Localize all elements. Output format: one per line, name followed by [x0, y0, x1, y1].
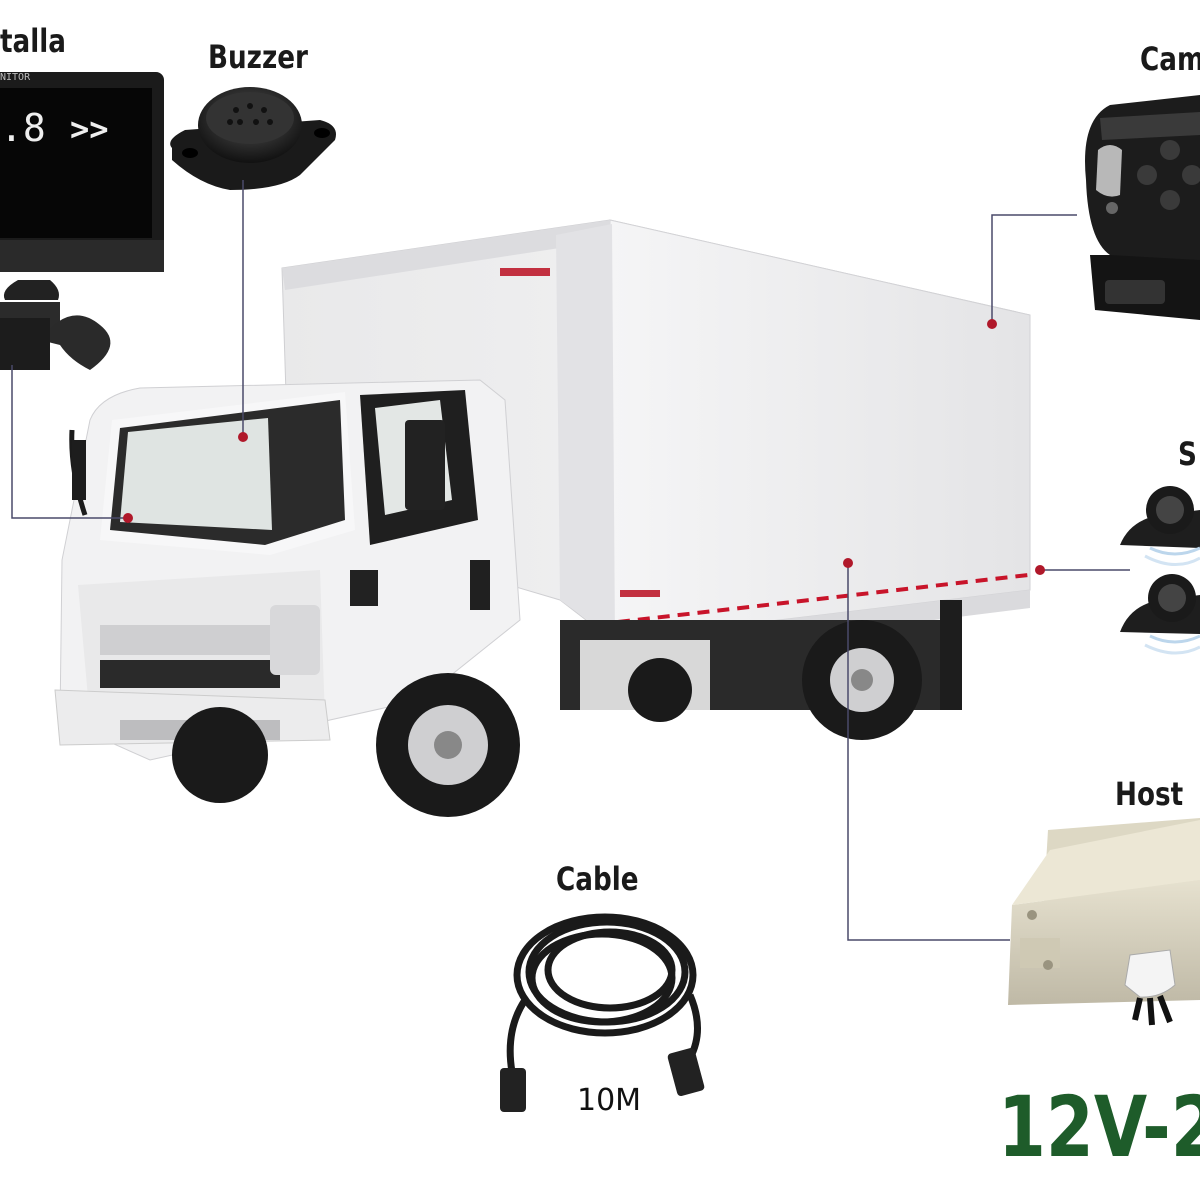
- label-camera: Cam: [1140, 40, 1200, 78]
- buzzer-icon: [170, 87, 336, 190]
- cable-coil-icon: [506, 913, 701, 1073]
- marker-dot-buzzer: [238, 432, 248, 442]
- cable-connector-icon: [500, 1048, 705, 1112]
- marker-dot-camera: [987, 319, 997, 329]
- marker-dot-host: [843, 558, 853, 568]
- connector-lines: [11, 180, 1130, 941]
- marker-dot-monitor: [123, 513, 133, 523]
- camera-icon: [1085, 95, 1200, 320]
- connector-line-monitor: [11, 365, 128, 519]
- label-cable: Cable: [556, 860, 639, 898]
- label-sensor: S: [1178, 435, 1197, 473]
- voltage-range-text: 12V-2: [998, 1078, 1200, 1176]
- rear-wheel-icon: [802, 620, 922, 740]
- monitor-distance-reading: .8: [0, 106, 46, 150]
- cable-length-label: 10M: [577, 1083, 642, 1118]
- monitor-brand-text: NITOR: [0, 72, 31, 83]
- front-wheel-icon: [376, 673, 520, 817]
- label-buzzer: Buzzer: [208, 38, 308, 76]
- parking-sensor-icon: [1120, 486, 1200, 655]
- truck-illustration: [54, 219, 1031, 817]
- marker-dots: [123, 319, 1045, 575]
- label-pantalla: talla: [0, 22, 66, 60]
- connector-line-host: [847, 563, 1010, 941]
- connector-line-camera: [991, 214, 1077, 324]
- monitor-direction-arrows: >>: [70, 110, 109, 148]
- monitor-screen-icon: [0, 72, 164, 370]
- marker-dot-sensor: [1035, 565, 1045, 575]
- host-control-box-icon: [1008, 818, 1200, 1026]
- label-host: Host: [1115, 775, 1184, 813]
